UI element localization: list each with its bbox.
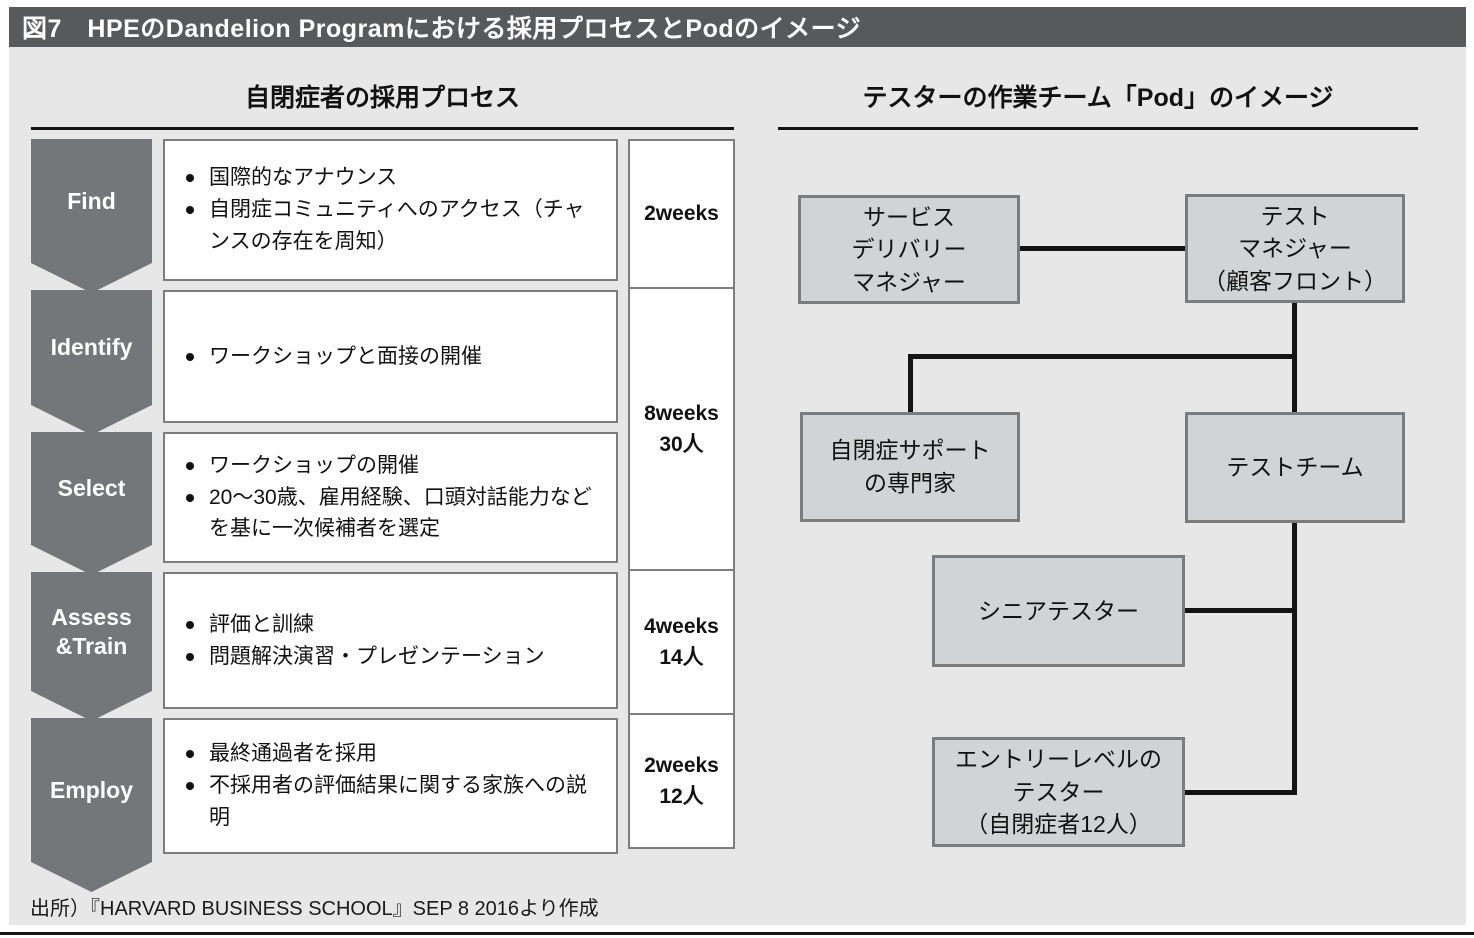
bullet-item: ワークショップの開催 <box>179 450 604 482</box>
connector-branch-horizontal <box>908 354 1297 359</box>
pod-node-entry-level-tester: エントリーレベルの テスター （自閉症者12人） <box>932 737 1185 847</box>
process-row-identify: Identify ワークショップと面接の開催 <box>31 290 735 423</box>
stage-details-employ: 最終通過者を採用 不採用者の評価結果に関する家族への説明 <box>163 718 618 854</box>
stage-details-find: 国際的なアナウンス 自閉症コミュニティへのアクセス（チャンスの存在を周知） <box>163 139 618 281</box>
recruitment-process-table: Find 国際的なアナウンス 自閉症コミュニティへのアクセス（チャンスの存在を周… <box>31 139 735 855</box>
stage-arrow-select: Select <box>31 432 152 575</box>
source-note: 出所）『HARVARD BUSINESS SCHOOL』SEP 8 2016より… <box>30 898 599 920</box>
stage-details-identify: ワークショップと面接の開催 <box>163 290 618 423</box>
bullet-item: 不採用者の評価結果に関する家族への説明 <box>179 770 604 834</box>
connector-entry-tester <box>1185 790 1297 795</box>
stage-arrow-employ: Employ <box>31 718 152 892</box>
duration-assess-train: 4weeks 14人 <box>630 569 733 713</box>
stage-label: Employ <box>49 776 134 803</box>
pod-node-test-team: テストチーム <box>1185 412 1405 523</box>
bullet-item: 20〜30歳、雇用経験、口頭対話能力などを基に一次候補者を選定 <box>179 482 604 546</box>
stage-label: Select <box>57 475 126 502</box>
connector-team-down <box>1292 523 1297 795</box>
pod-node-autism-support-expert: 自閉症サポート の専門家 <box>800 412 1020 522</box>
connector-service-to-manager <box>1020 246 1185 251</box>
stage-label: Assess &Train <box>51 603 132 659</box>
duration-find: 2weeks <box>644 202 719 226</box>
stage-details-select: ワークショップの開催 20〜30歳、雇用経験、口頭対話能力などを基に一次候補者を… <box>163 432 618 563</box>
process-row-employ: Employ 最終通過者を採用 不採用者の評価結果に関する家族への説明 <box>31 718 735 854</box>
bullet-item: 国際的なアナウンス <box>179 162 604 194</box>
pod-diagram: サービス デリバリー マネジャー テスト マネジャー （顧客フロント） 自閉症サ… <box>740 130 1466 875</box>
bullet-item: 最終通過者を採用 <box>179 738 604 770</box>
duration-identify-select: 8weeks 30人 <box>630 287 733 569</box>
bottom-rule <box>0 932 1474 935</box>
process-row-find: Find 国際的なアナウンス 自閉症コミュニティへのアクセス（チャンスの存在を周… <box>31 139 735 281</box>
stage-label: Identify <box>50 334 133 361</box>
pod-heading: テスターの作業チーム「Pod」のイメージ <box>778 78 1418 130</box>
bullet-item: 問題解決演習・プレゼンテーション <box>179 641 604 673</box>
pod-node-senior-tester: シニアテスター <box>932 555 1185 667</box>
connector-branch-to-expert <box>908 354 913 412</box>
figure-title: 図7 HPEのDandelion Programにおける採用プロセスとPodのイ… <box>22 15 862 43</box>
duration-column: 2weeks 8weeks 30人 4weeks 14人 2weeks 12人 <box>628 139 735 849</box>
stage-details-assess-train: 評価と訓練 問題解決演習・プレゼンテーション <box>163 572 618 709</box>
process-row-select: Select ワークショップの開催 20〜30歳、雇用経験、口頭対話能力などを基… <box>31 432 735 563</box>
bullet-item: 自閉症コミュニティへのアクセス（チャンスの存在を周知） <box>179 194 604 258</box>
stage-arrow-find: Find <box>31 139 152 293</box>
bullet-item: ワークショップと面接の開催 <box>179 341 604 373</box>
pod-node-service-delivery-manager: サービス デリバリー マネジャー <box>798 195 1020 304</box>
duration-employ: 2weeks 12人 <box>630 713 733 847</box>
stage-label: Find <box>67 187 116 214</box>
process-heading: 自閉症者の採用プロセス <box>31 78 734 130</box>
connector-senior-tester <box>1185 608 1297 613</box>
stage-arrow-assess-train: Assess &Train <box>31 572 152 721</box>
figure-title-bar: 図7 HPEのDandelion Programにおける採用プロセスとPodのイ… <box>9 7 1466 47</box>
process-row-assess-train: Assess &Train 評価と訓練 問題解決演習・プレゼンテーション <box>31 572 735 709</box>
stage-arrow-identify: Identify <box>31 290 152 435</box>
bullet-item: 評価と訓練 <box>179 609 604 641</box>
pod-node-test-manager: テスト マネジャー （顧客フロント） <box>1185 194 1405 303</box>
